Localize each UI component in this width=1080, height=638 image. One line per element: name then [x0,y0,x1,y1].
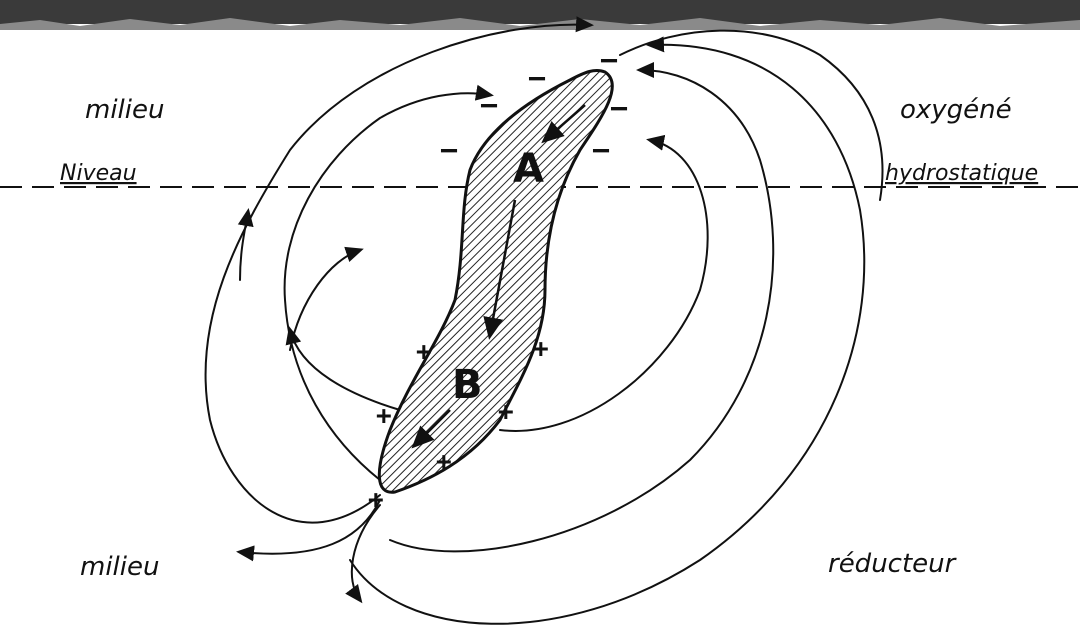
plus-sign: + [416,337,432,367]
label-milieu-bottom: milieu [80,552,159,582]
letter-b: B [452,362,483,408]
plus-sign: + [376,401,392,431]
minus-sign: − [440,133,458,168]
field-line-inner-arrowup [289,246,364,351]
field-line-right-inner [499,134,709,432]
minus-sign: − [600,43,618,78]
field-line-bottom-left [236,499,381,562]
label-reducteur: réducteur [828,549,958,579]
label-oxygene: oxygéné [900,95,1012,125]
label-hydrostatique: hydrostatique [885,161,1038,186]
negative-charges: − − − − − − [440,43,628,168]
label-niveau: Niveau [60,161,137,186]
ground-surface [0,0,1080,30]
minus-sign: − [592,133,610,168]
field-line-top-left-arrow [237,208,254,281]
field-line-right-mid [389,62,775,553]
label-milieu-top: milieu [85,95,164,125]
field-line-bottom-down [345,504,381,604]
field-line-outer-left [204,16,594,524]
minus-sign: − [480,88,498,123]
plus-sign: + [498,397,514,427]
plus-sign: + [436,447,452,477]
field-line-left-mid [283,84,494,481]
minus-sign: − [610,91,628,126]
field-line-right-outer [349,36,866,625]
plus-sign: + [533,334,549,364]
field-lines [204,16,884,625]
positive-charges: + + + + + + [368,334,549,515]
minus-sign: − [528,61,546,96]
plus-sign: + [368,485,384,515]
field-line-far-right [619,29,884,201]
ore-body [377,68,614,494]
field-line-left-inner [285,326,401,411]
letter-a: A [513,146,544,192]
